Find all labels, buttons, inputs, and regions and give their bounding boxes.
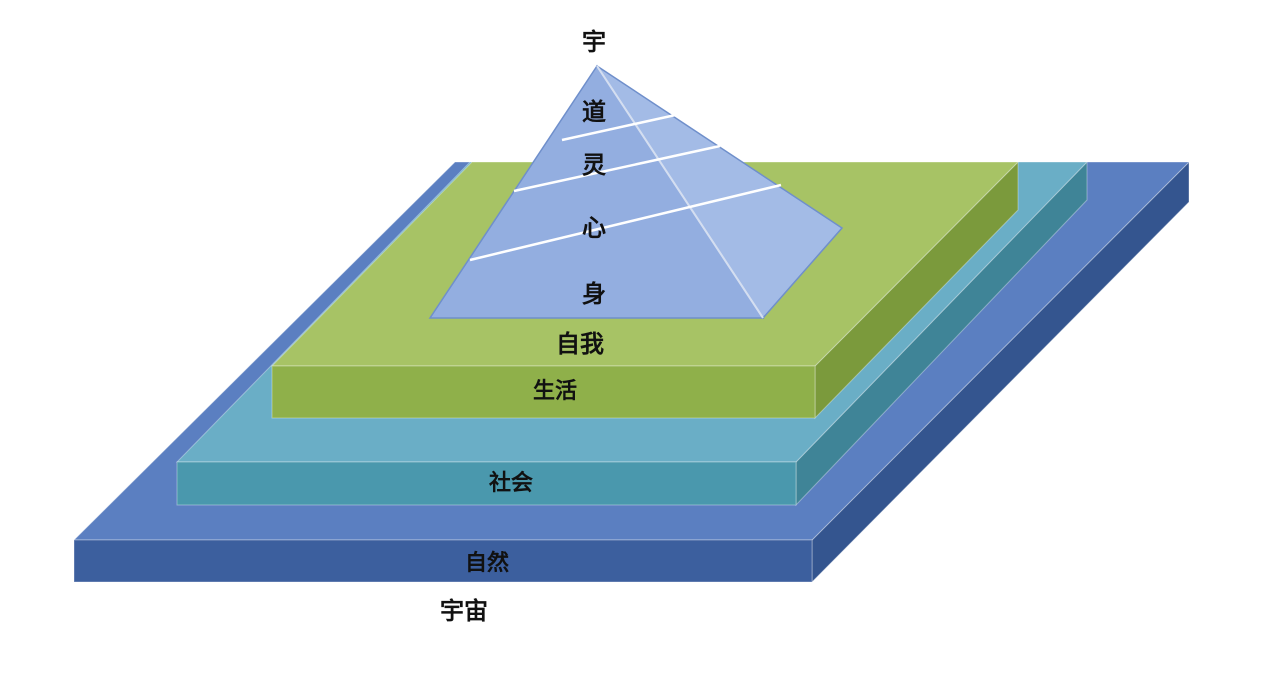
pyramid-label-shen: 身 [582, 280, 606, 308]
nature-label: 自然 [465, 550, 509, 576]
pyramid-divider-1 [561, 112, 681, 142]
apex-label: 宇 [582, 28, 606, 56]
life-label: 生活 [533, 379, 577, 404]
pyramid-ridge [596, 65, 764, 319]
pyramid-label-xin: 心 [582, 214, 606, 242]
self-label: 自我 [556, 330, 604, 358]
society-slab-front [176, 461, 797, 506]
nature-slab-front [73, 539, 813, 583]
life-slab-front [271, 365, 816, 419]
pyramid-divider-3 [469, 183, 782, 262]
universe-label: 宇宙 [440, 597, 488, 625]
pyramid-label-ling: 灵 [582, 151, 606, 179]
pyramid [428, 64, 844, 320]
pyramid-divider-2 [513, 144, 721, 193]
pyramid-label-dao: 道 [582, 98, 606, 126]
society-label: 社会 [489, 470, 533, 496]
